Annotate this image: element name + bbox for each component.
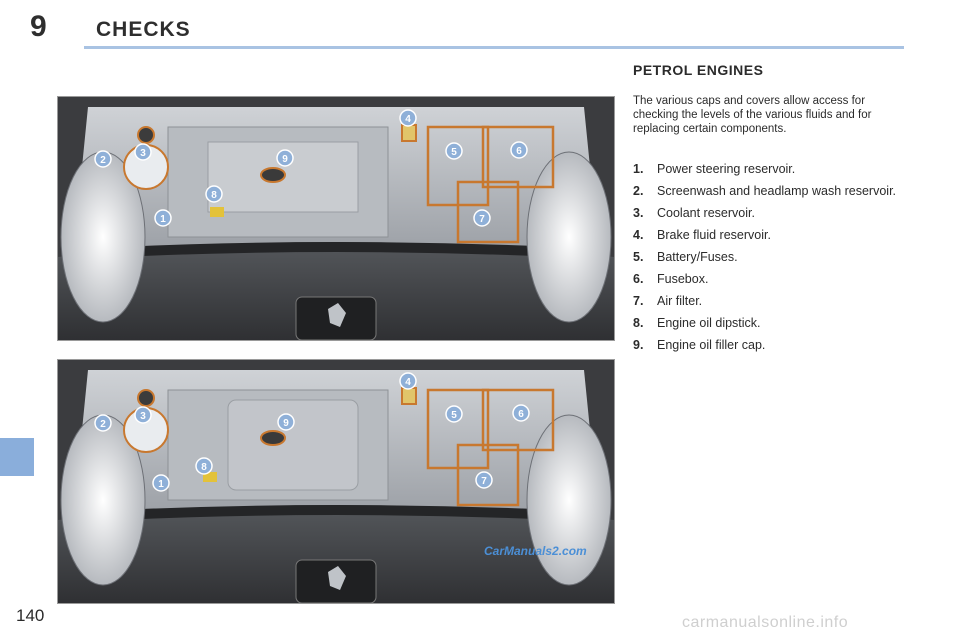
item-label: Battery/Fuses. bbox=[657, 250, 738, 264]
callout-7: 7 bbox=[475, 471, 493, 489]
item-label: Screenwash and headlamp wash reservoir. bbox=[657, 184, 897, 198]
svg-text:6: 6 bbox=[516, 146, 522, 157]
list-item: 6. Fusebox. bbox=[633, 272, 913, 287]
callout-5: 5 bbox=[445, 405, 463, 423]
item-number: 1. bbox=[633, 162, 644, 176]
callout-6: 6 bbox=[510, 141, 528, 159]
item-number: 5. bbox=[633, 250, 644, 264]
item-label: Coolant reservoir. bbox=[657, 206, 755, 220]
svg-text:5: 5 bbox=[451, 410, 457, 421]
svg-text:3: 3 bbox=[140, 411, 146, 422]
page-number: 140 bbox=[16, 606, 45, 625]
item-number: 7. bbox=[633, 294, 644, 308]
callout-3: 3 bbox=[134, 143, 152, 161]
list-item: 8. Engine oil dipstick. bbox=[633, 316, 913, 331]
engine-bay-illustration-bottom: 1 2 3 4 5 6 7 8 9 bbox=[58, 360, 614, 603]
item-label: Fusebox. bbox=[657, 272, 709, 286]
svg-text:9: 9 bbox=[283, 418, 289, 429]
svg-text:7: 7 bbox=[479, 214, 485, 225]
list-item: 4. Brake fluid reservoir. bbox=[633, 228, 913, 243]
item-label: Air filter. bbox=[657, 294, 703, 308]
callout-8: 8 bbox=[205, 185, 223, 203]
callout-8: 8 bbox=[195, 457, 213, 475]
item-label: Engine oil dipstick. bbox=[657, 316, 761, 330]
svg-text:8: 8 bbox=[201, 462, 207, 473]
item-number: 4. bbox=[633, 228, 644, 242]
list-item: 5. Battery/Fuses. bbox=[633, 250, 913, 265]
svg-text:6: 6 bbox=[518, 409, 524, 420]
svg-text:5: 5 bbox=[451, 147, 457, 158]
chapter-title: CHECKS bbox=[96, 18, 191, 41]
callout-4: 4 bbox=[399, 109, 417, 127]
callouts-top: 1 2 3 4 5 6 7 8 9 bbox=[94, 109, 528, 227]
callout-7: 7 bbox=[473, 209, 491, 227]
callouts-bottom: 1 2 3 4 5 6 7 8 9 bbox=[94, 372, 530, 492]
list-item: 9. Engine oil filler cap. bbox=[633, 338, 913, 353]
engine-bay-figure-top: 1 2 3 4 5 6 7 8 9 bbox=[57, 96, 615, 341]
callout-2: 2 bbox=[94, 414, 112, 432]
chapter-number: 9 bbox=[30, 10, 47, 43]
engine-bay-illustration-top: 1 2 3 4 5 6 7 8 9 bbox=[58, 97, 614, 340]
svg-text:4: 4 bbox=[405, 377, 411, 388]
callout-9: 9 bbox=[276, 149, 294, 167]
list-item: 7. Air filter. bbox=[633, 294, 913, 309]
callout-4: 4 bbox=[399, 372, 417, 390]
svg-text:4: 4 bbox=[405, 114, 411, 125]
item-number: 6. bbox=[633, 272, 644, 286]
engine-bay-figure-bottom: 1 2 3 4 5 6 7 8 9 bbox=[57, 359, 615, 604]
callout-5: 5 bbox=[445, 142, 463, 160]
svg-text:1: 1 bbox=[158, 479, 164, 490]
header-rule bbox=[84, 46, 904, 49]
list-item: 3. Coolant reservoir. bbox=[633, 206, 913, 221]
callout-6: 6 bbox=[512, 404, 530, 422]
intro-paragraph: The various caps and covers allow access… bbox=[633, 95, 872, 135]
component-legend: 1. Power steering reservoir. 2. Screenwash… bbox=[633, 162, 913, 360]
item-label: Engine oil filler cap. bbox=[657, 338, 766, 352]
svg-text:9: 9 bbox=[282, 154, 288, 165]
callout-3: 3 bbox=[134, 406, 152, 424]
item-number: 3. bbox=[633, 206, 644, 220]
callout-1: 1 bbox=[152, 474, 170, 492]
svg-text:2: 2 bbox=[100, 155, 106, 166]
list-item: 2. Screenwash and headlamp wash reservoir… bbox=[633, 184, 913, 199]
item-label: Power steering reservoir. bbox=[657, 162, 796, 176]
figure-watermark: CarManuals2.com bbox=[484, 544, 587, 558]
callout-9: 9 bbox=[277, 413, 295, 431]
item-number: 8. bbox=[633, 316, 644, 330]
callout-1: 1 bbox=[154, 209, 172, 227]
svg-text:3: 3 bbox=[140, 148, 146, 159]
callout-2: 2 bbox=[94, 150, 112, 168]
item-number: 9. bbox=[633, 338, 644, 352]
svg-text:7: 7 bbox=[481, 476, 487, 487]
chapter-side-tab bbox=[0, 438, 34, 476]
list-item: 1. Power steering reservoir. bbox=[633, 162, 913, 177]
section-title: PETROL ENGINES bbox=[633, 62, 764, 78]
svg-text:1: 1 bbox=[160, 214, 166, 225]
item-number: 2. bbox=[633, 184, 644, 198]
svg-text:8: 8 bbox=[211, 190, 217, 201]
svg-text:2: 2 bbox=[100, 419, 106, 430]
footer-watermark: carmanualsonline.info bbox=[682, 614, 849, 631]
item-label: Brake fluid reservoir. bbox=[657, 228, 771, 242]
